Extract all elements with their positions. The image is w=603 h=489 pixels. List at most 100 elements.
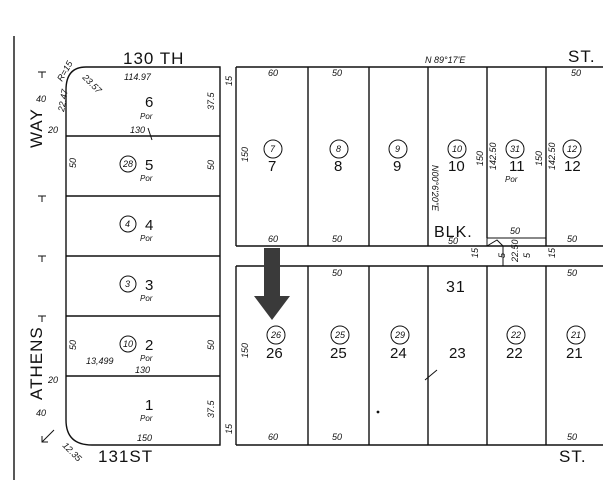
dim-130-bottom: 130 (135, 365, 150, 375)
dim-14250-b: 142.50 (547, 142, 557, 170)
parcel-number: 21 (570, 330, 581, 340)
lot-number: 11 (509, 158, 525, 175)
parcel-number: 31 (510, 144, 520, 154)
dim-14250-a: 142.50 (488, 142, 498, 170)
dim-130-top: 130 (130, 125, 145, 135)
lot-por: Por (140, 414, 153, 423)
north-lot-8: 8 8 (329, 139, 349, 175)
street-south-b: ST. (559, 447, 587, 466)
south-lot-23: 23 (449, 345, 466, 362)
arrow-head-large (254, 296, 290, 320)
dim-50-nb-a: 50 (332, 234, 342, 244)
west-lot-5: 28 5 Por (119, 155, 153, 183)
dim-50-nb-b: 50 (448, 236, 458, 246)
parcel-circle (119, 335, 137, 353)
dim-150-north-b: 150 (475, 151, 485, 166)
parcel-number: 4 (125, 219, 130, 229)
parcel-number: 26 (270, 330, 281, 340)
dim-front-west: 114.97 (124, 72, 152, 82)
parcel-circle (329, 139, 349, 159)
parcel-number: 12 (567, 144, 577, 154)
dim-50-nb-d: 50 (567, 234, 577, 244)
north-lot-10: 10 10 (447, 139, 467, 175)
lot-por: Por (140, 234, 153, 243)
dim-60-sb: 60 (268, 432, 278, 442)
dim-2250: 22.50 (510, 239, 520, 263)
lot-number: 5 (145, 157, 153, 174)
dim-15-alley: 15 (470, 247, 480, 258)
mark (147, 127, 153, 141)
street-north-b: ST. (568, 47, 596, 66)
parcel-circle (119, 215, 137, 233)
street-west-a: WAY (27, 108, 46, 148)
lot-number: 6 (145, 94, 153, 111)
dim-50-sb-c: 50 (332, 432, 342, 442)
block-label: BLK. (434, 224, 473, 241)
dim-50-top-a: 50 (332, 68, 342, 78)
dim-20-top: 20 (47, 125, 58, 135)
dim-5: 5 (522, 252, 532, 258)
dim-50-top-b: 50 (571, 68, 581, 78)
dim-2247: 22.47 (56, 87, 70, 113)
lot-por: Por (140, 174, 153, 183)
lot-number: 4 (145, 217, 153, 234)
west-lot-4: 4 4 Por (119, 215, 153, 243)
south-lot-25: 25 25 (330, 325, 350, 362)
parcel-number: 28 (122, 159, 133, 169)
mark (424, 369, 438, 381)
street-north-a: 130 TH (123, 49, 184, 68)
dim-40-top: 40 (36, 94, 46, 104)
parcel-circle (330, 325, 350, 345)
dim-60-top: 60 (268, 68, 278, 78)
parcel-number: 25 (334, 330, 346, 340)
lot-por: Por (140, 112, 153, 121)
dim-15-south: 15 (224, 423, 234, 434)
lot-number: 9 (393, 158, 401, 175)
mark-dot (376, 410, 380, 414)
west-lot-3: 3 3 Por (119, 275, 153, 303)
dim-50-west-b: 50 (206, 160, 216, 170)
south-lot-21: 21 21 (566, 325, 586, 362)
alley-detail (486, 239, 504, 266)
south-lot-26: 26 26 (266, 325, 286, 362)
parcel-number: 3 (125, 279, 130, 289)
dim-50-sb-a: 50 (332, 268, 342, 278)
arrow-stem (41, 429, 55, 443)
dim-40-bottom: 40 (36, 408, 46, 418)
street-west-b: ATHENS (27, 326, 46, 400)
lot-por: Por (140, 294, 153, 303)
dim-50-sb-d: 50 (567, 432, 577, 442)
lot-number: 12 (564, 158, 581, 175)
street-ticks (38, 71, 46, 322)
parcel-circle (263, 139, 283, 159)
dim-20-bottom: 20 (47, 375, 58, 385)
lot-por: Por (140, 354, 153, 363)
dim-150-west: 150 (137, 433, 152, 443)
lot-number: 2 (145, 337, 153, 354)
south-block (235, 265, 603, 446)
parcel-number: 10 (123, 339, 133, 349)
parcel-number: 9 (395, 144, 400, 154)
parcel-circle (388, 139, 408, 159)
lot-number: 25 (330, 345, 347, 362)
dim-15-north: 15 (224, 75, 234, 86)
south-lot-24: 29 24 (390, 325, 410, 362)
block-number: 31 (446, 279, 466, 296)
parcel-number: 8 (336, 144, 341, 154)
lot-number: 21 (566, 345, 583, 362)
dim-13499: 13,499 (86, 356, 114, 366)
dim-150-south: 150 (240, 343, 250, 358)
dim-15-alley-b: 15 (547, 247, 557, 258)
parcel-circle (119, 275, 137, 293)
parcel-circle (119, 155, 137, 173)
dim-50-west-c: 50 (68, 340, 78, 350)
lot-number: 10 (448, 158, 465, 175)
lot-number: 7 (268, 158, 276, 175)
lot-number: 23 (449, 345, 466, 362)
parcel-circle (447, 139, 467, 159)
north-block (235, 66, 603, 247)
parcel-circle (566, 325, 586, 345)
parcel-circle (562, 139, 582, 159)
west-lot-2: 10 2 Por (119, 335, 153, 363)
